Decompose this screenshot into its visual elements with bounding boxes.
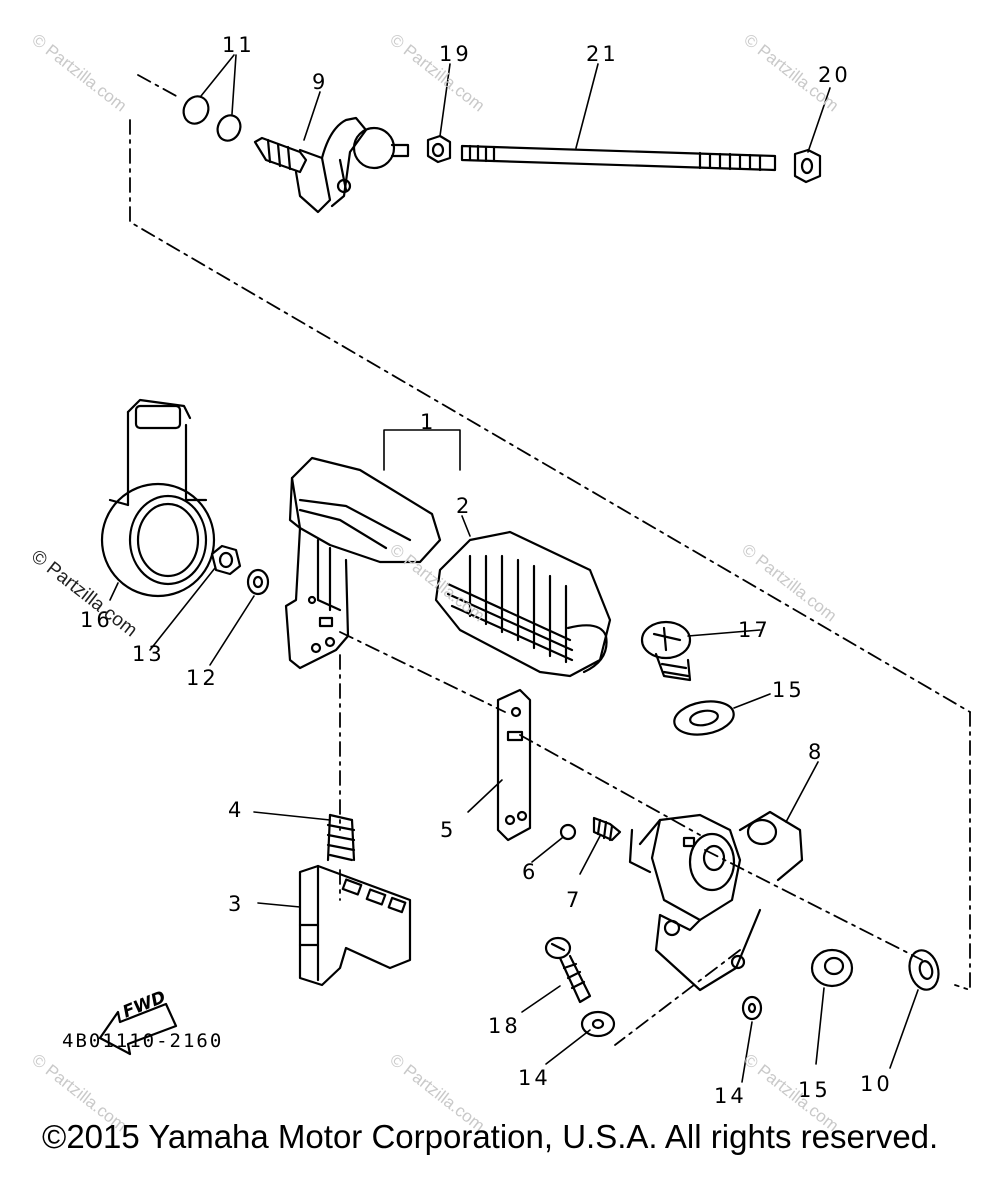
callout-9: 9 [312, 70, 329, 94]
callout-7: 7 [566, 888, 583, 912]
callout-15-upper: 15 [772, 678, 805, 702]
part-code-label: 4B01110-2160 [62, 1030, 224, 1052]
part-15-washer-lower [810, 948, 854, 988]
callout-20: 20 [818, 63, 851, 87]
callout-8: 8 [808, 740, 825, 764]
fwd-arrow [98, 1002, 178, 1056]
callout-15-lower: 15 [798, 1078, 831, 1102]
part-5-plate [496, 688, 532, 842]
leader-lines [109, 54, 919, 1083]
callout-18: 18 [488, 1014, 521, 1038]
callout-5: 5 [440, 818, 457, 842]
callout-13: 13 [132, 642, 165, 666]
callout-17: 17 [738, 618, 771, 642]
part-12-washer [246, 568, 270, 596]
part-17-bolt [640, 620, 692, 682]
part-8-housing [628, 810, 804, 992]
callout-14-right: 14 [714, 1084, 747, 1108]
callout-10: 10 [860, 1072, 893, 1096]
part-3-slider-block [298, 864, 412, 987]
part-4-spring [326, 813, 356, 862]
callout-3: 3 [228, 892, 245, 916]
part-21-threaded-rod [460, 144, 777, 172]
callout-1: 1 [420, 410, 437, 434]
callout-2: 2 [456, 494, 473, 518]
part-18-screw [544, 936, 592, 1004]
part-7-small-spring [592, 816, 622, 842]
callout-14-left: 14 [518, 1066, 551, 1090]
part-14-washer-left [580, 1010, 616, 1038]
frame-lines [129, 74, 971, 1046]
part-9-ball-joint [253, 116, 410, 214]
copyright-notice: ©2015 Yamaha Motor Corporation, U.S.A. A… [42, 1118, 939, 1155]
callout-19: 19 [439, 42, 472, 66]
callout-16: 16 [80, 608, 113, 632]
part-1-lever-arm [284, 456, 442, 670]
callout-12: 12 [186, 666, 219, 690]
callout-6: 6 [522, 860, 539, 884]
part-14-washer-right [741, 995, 763, 1021]
part-19-nut [426, 134, 452, 164]
part-20-nut [793, 148, 822, 184]
part-6-ball [559, 823, 577, 841]
callout-4: 4 [228, 798, 245, 822]
part-2-grip-cover [434, 530, 612, 678]
part-16-grip-handle [100, 398, 216, 598]
part-10-washer [908, 949, 940, 991]
callout-11: 11 [222, 33, 255, 57]
callout-21: 21 [586, 42, 619, 66]
part-13-nut [210, 544, 242, 576]
part-11-o-rings [182, 95, 242, 142]
part-15-washer-upper [673, 700, 735, 736]
